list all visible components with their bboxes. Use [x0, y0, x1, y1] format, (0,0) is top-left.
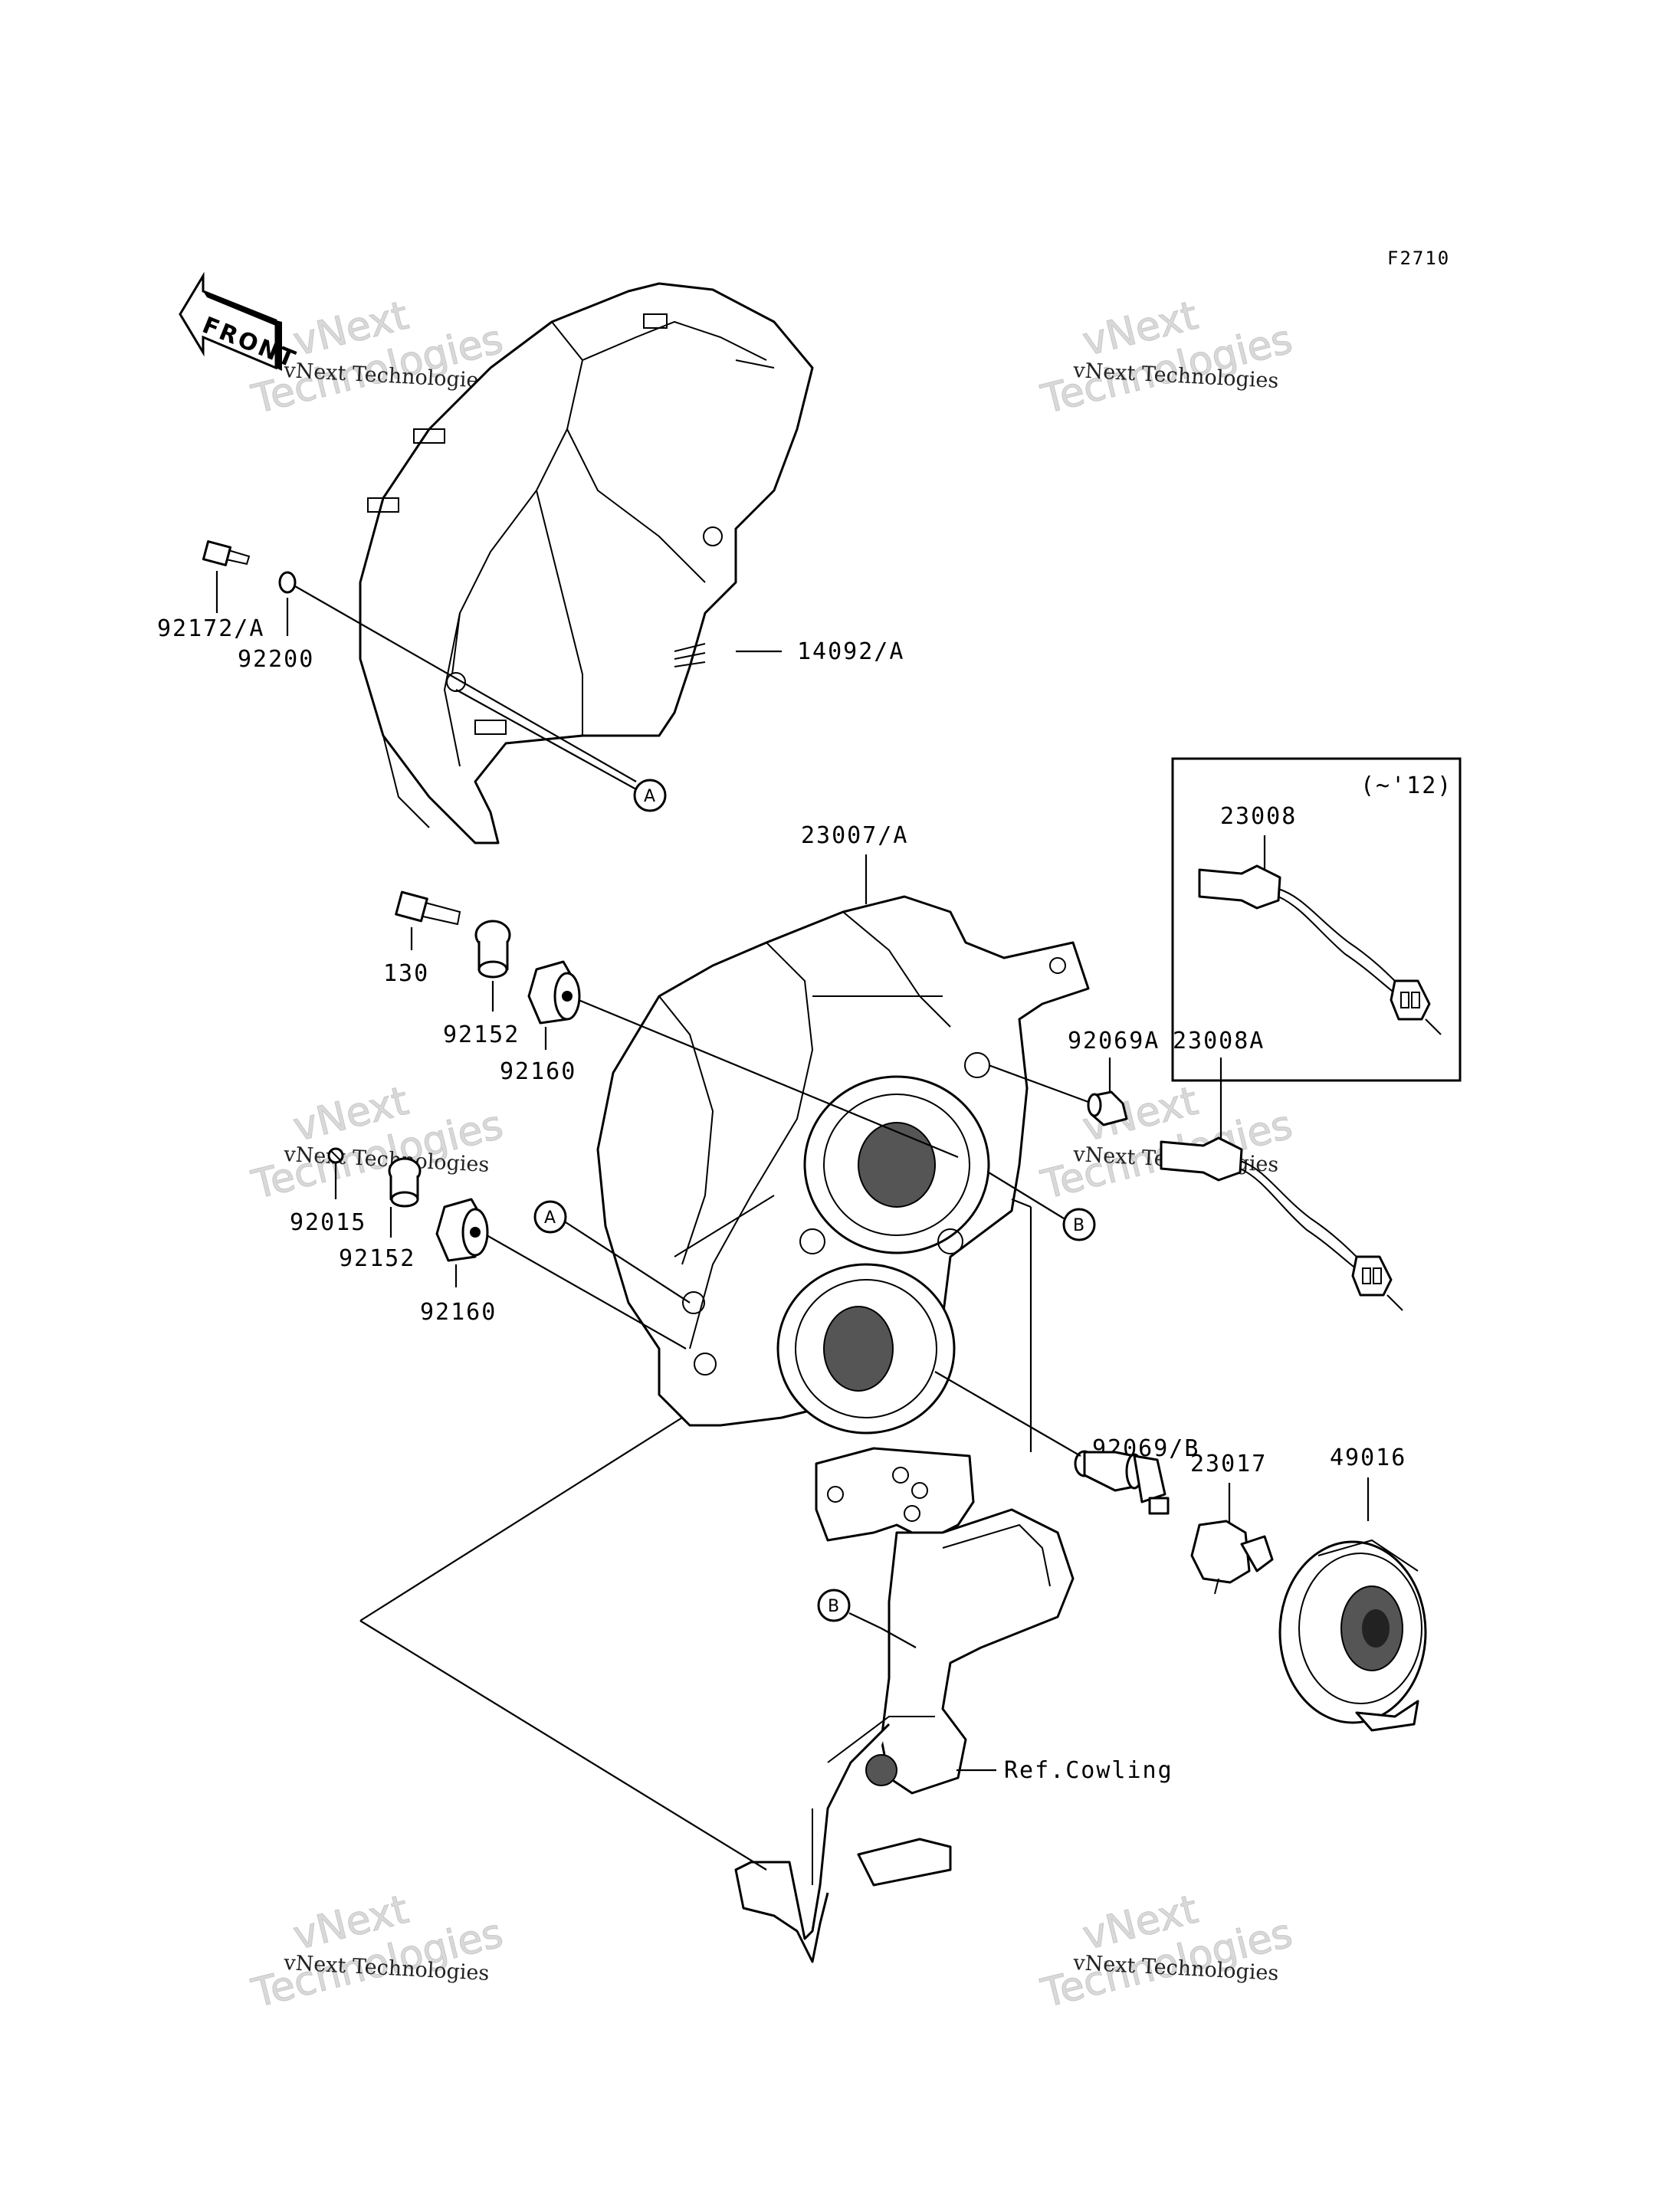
part-number-92152-bottom: 92152: [339, 1245, 415, 1272]
callout-b: B: [817, 1589, 851, 1622]
part-number-130: 130: [383, 960, 429, 987]
cowling-bracket-part: [734, 1447, 1075, 1963]
dust-cover-icon: [1278, 1539, 1427, 1732]
watermark-bottom-right: vNext Technologies: [1036, 1886, 1298, 2017]
headlight-cover-part: [359, 282, 814, 844]
part-number-14092A: 14092/A: [797, 638, 904, 665]
svg-text:A: A: [644, 787, 655, 806]
watermark-bottom-left: vNext Technologies: [247, 1886, 508, 2017]
collar-icon: [388, 1157, 422, 1208]
leader-line: [486, 1235, 687, 1349]
part-number-92172A: 92172/A: [157, 615, 264, 642]
leader-line: [848, 1612, 882, 1629]
front-arrow-icon: FRONT: [179, 271, 300, 374]
screw-icon: [327, 1147, 344, 1164]
part-number-92015: 92015: [290, 1209, 366, 1236]
part-number-92152-top: 92152: [443, 1021, 520, 1048]
leader-line: [988, 1172, 1065, 1219]
watermark-mid-left: vNext Technologies: [247, 1077, 508, 1208]
svg-text:B: B: [1073, 1216, 1084, 1235]
leader-line: [881, 1628, 917, 1648]
inset-box: (~'12) 23008: [1171, 757, 1462, 1082]
leader-line: [578, 998, 959, 1159]
svg-text:B: B: [828, 1597, 839, 1616]
collar-icon: [474, 920, 511, 979]
small-bulb-icon: [1087, 1090, 1128, 1126]
part-number-92200: 92200: [238, 646, 314, 673]
watermark-top-right: vNext Technologies: [1036, 292, 1298, 423]
leader-line: [359, 1620, 767, 1871]
bolt-icon: [202, 540, 251, 566]
part-number-23007A: 23007/A: [801, 822, 908, 849]
washer-icon: [278, 571, 297, 594]
leader-line: [988, 1064, 1089, 1103]
socket-harness-icon: [1198, 864, 1442, 1035]
socket-harness-icon: [1160, 1136, 1403, 1311]
leader-line: [455, 689, 637, 790]
inset-note: (~'12): [1360, 772, 1452, 799]
leader-line: [934, 1371, 1081, 1457]
grommet-icon: [527, 960, 581, 1025]
callout-a: A: [533, 1200, 567, 1234]
bolt-130-icon: [395, 890, 461, 926]
callout-b: B: [1062, 1208, 1096, 1241]
part-number-92069A: 92069A: [1068, 1028, 1160, 1054]
part-number-23008: 23008: [1220, 803, 1297, 830]
bulb-socket-icon: [1190, 1520, 1274, 1595]
ref-cowling-label: Ref.Cowling: [1004, 1757, 1173, 1784]
part-number-23017: 23017: [1190, 1451, 1267, 1477]
leader-line: [565, 1221, 691, 1303]
part-number-92160-bottom: 92160: [420, 1299, 497, 1326]
callout-a: A: [633, 779, 667, 812]
leader-line: [359, 1417, 683, 1622]
part-number-49016: 49016: [1330, 1444, 1406, 1471]
grommet-icon: [435, 1198, 489, 1262]
part-number-92160-top: 92160: [500, 1058, 576, 1085]
leader-line: [1011, 1198, 1032, 1208]
figure-code: F2710: [1387, 248, 1450, 269]
svg-text:A: A: [544, 1208, 556, 1228]
part-number-23008A: 23008A: [1173, 1028, 1265, 1054]
headlight-assembly-part: [596, 895, 1090, 1435]
leader-line: [294, 585, 637, 782]
headlight-bulb-icon: [1074, 1450, 1170, 1515]
